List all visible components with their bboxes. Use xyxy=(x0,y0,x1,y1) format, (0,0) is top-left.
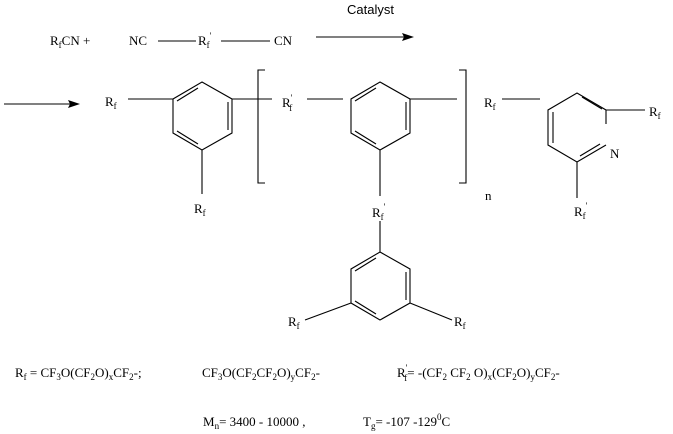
rf-prime-definition: R'f= -(CF2 CF2 O)x(CF2O)yCF2- xyxy=(397,363,560,383)
lower-ring-left-rf: Rf xyxy=(288,314,300,331)
reagent-rfprime: Rf' xyxy=(198,31,212,50)
right-bracket xyxy=(459,69,467,184)
middle-benzene-ring xyxy=(350,81,411,151)
catalyst-arrowhead xyxy=(402,33,414,41)
mn-range: Mn= 3400 - 10000 , xyxy=(203,414,305,431)
reagent-cn: CN xyxy=(274,33,293,48)
left-ring-bottom-rf: Rf xyxy=(194,201,206,218)
bond-lower-right-rf xyxy=(409,302,453,321)
tg-range: Tg= -107 -1290C xyxy=(363,412,450,431)
pyridine-nitrogen: N xyxy=(610,146,620,161)
left-benzene-ring xyxy=(172,81,233,151)
catalyst-label: Catalyst xyxy=(347,2,394,17)
pyridine-rf-prime: Rf' xyxy=(574,201,588,221)
bracket-right-rf: Rf xyxy=(484,95,496,112)
reagent-rfcn: RfCN + xyxy=(50,33,90,50)
pyridine-ring xyxy=(547,92,607,163)
left-ring-rf: Rf xyxy=(105,94,117,111)
left-bracket xyxy=(257,69,265,184)
lower-benzene-ring xyxy=(350,251,411,321)
middle-rf-prime: Rf' xyxy=(372,202,386,222)
bracket-rf-prime: R'f xyxy=(282,93,293,113)
rf-definition: Rf = CF3O(CF2O)xCF2-; xyxy=(15,365,142,382)
reagent-nc: NC xyxy=(129,33,147,48)
bond-lower-left-rf xyxy=(304,302,352,321)
pyridine-rf: Rf xyxy=(649,104,661,121)
product-arrowhead xyxy=(68,100,80,108)
lower-ring-right-rf: Rf xyxy=(454,314,466,331)
rf-alt-definition: CF3O(CF2CF2O)yCF2- xyxy=(202,365,320,382)
repeat-n: n xyxy=(485,188,492,203)
